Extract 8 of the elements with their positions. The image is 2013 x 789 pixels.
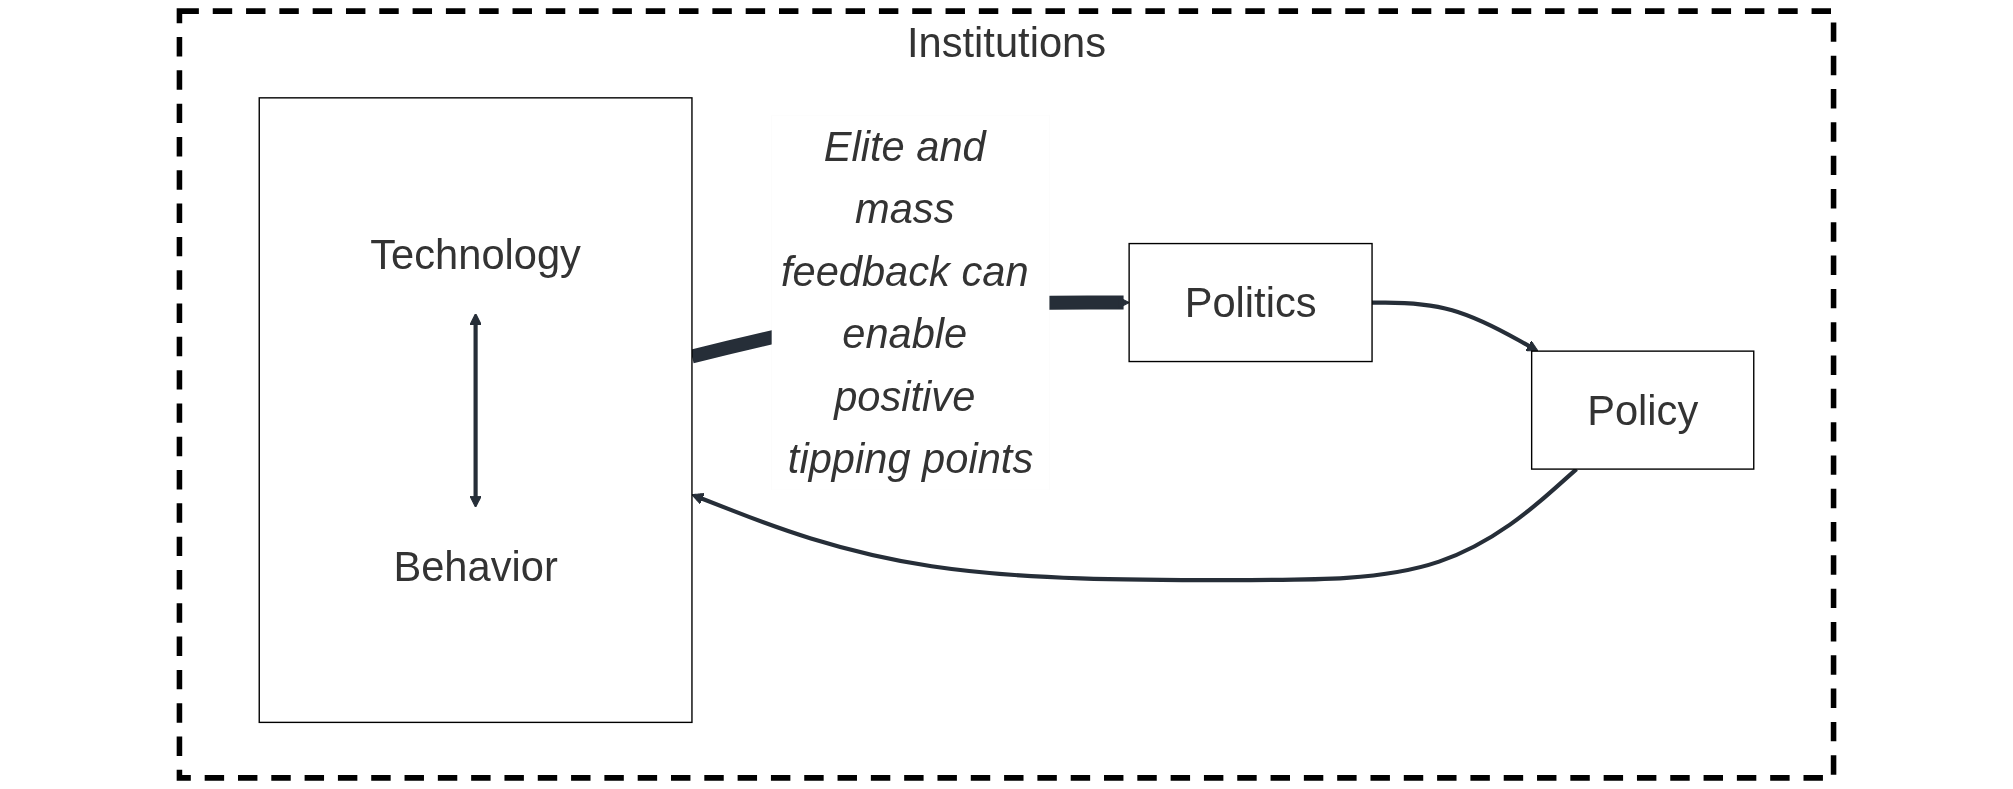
node-box: Policy: [1530, 350, 1755, 470]
edge-label: Elite and mass feedback can enable positive tipping points: [780, 123, 1034, 482]
arrow: [469, 312, 482, 508]
node-text: Technology: [370, 231, 581, 277]
arrow: [1372, 300, 1539, 352]
cluster: [258, 97, 693, 724]
node-box: Politics: [1128, 242, 1373, 363]
node-text: Behavior: [393, 543, 558, 590]
